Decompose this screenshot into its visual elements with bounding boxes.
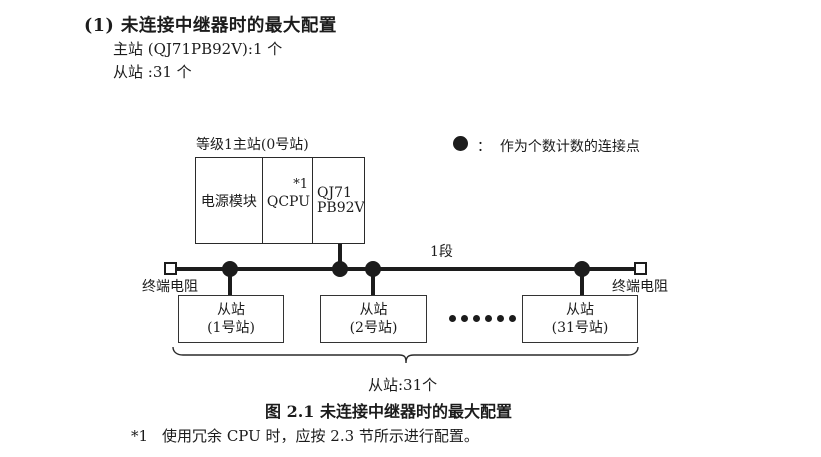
terminator-left-label: 终端电阻: [142, 279, 198, 295]
footnote-text: 使用冗余 CPU 时，应按 2.3 节所示进行配置。: [162, 427, 479, 445]
connection-point-icon: [222, 261, 238, 277]
ellipsis-dot-icon: [497, 315, 504, 322]
cpu-footnote-ref: *1: [293, 177, 308, 192]
slave-box-line2: (31号站): [551, 320, 609, 336]
slave-box-line2: (1号站): [207, 320, 255, 336]
figure-caption: 图 2.1 未连接中继器时的最大配置: [265, 402, 512, 421]
power-module-cell: 电源模块: [200, 193, 257, 210]
connection-point-icon: [574, 261, 590, 277]
slave-box-line2: (2号站): [349, 320, 398, 336]
slave-box-line1: 从站: [566, 302, 594, 318]
master-count-line: 主站 (QJ71PB92V):1 个: [113, 40, 283, 58]
slave-station-box-1: 从站 (1号站): [178, 295, 284, 343]
ellipsis-dot-icon: [473, 315, 480, 322]
cpu-module-label: QCPU: [266, 194, 311, 210]
slave-station-box-31: 从站 (31号站): [522, 295, 638, 343]
underbrace: [172, 347, 639, 364]
ellipsis-dot-icon: [485, 315, 492, 322]
connection-point-icon: [332, 261, 348, 277]
slave-box-line1: 从站: [359, 302, 388, 318]
master-station-label: 等级1主站(0号站): [196, 137, 309, 153]
footnote-marker: *1: [131, 427, 149, 445]
slave-station-box-2: 从站 (2号站): [320, 295, 427, 343]
profibus-module-line1: QJ71: [317, 184, 352, 201]
segment-label: 1段: [430, 244, 453, 260]
profibus-module-line2: PB92V: [317, 199, 365, 216]
profibus-module-cell: QJ71 PB92V: [313, 158, 365, 243]
bus-line: [176, 267, 636, 271]
connection-point-icon: [365, 261, 381, 277]
slave31-drop-line: [580, 269, 584, 296]
ellipsis-dot-icon: [449, 315, 456, 322]
master-station-box: 电源模块 *1 QCPU QJ71 PB92V: [195, 157, 365, 244]
slave2-drop-line: [371, 269, 375, 296]
ellipsis-dots: [449, 315, 516, 322]
terminator-resistor-left-icon: [164, 262, 177, 275]
terminator-resistor-right-icon: [634, 262, 647, 275]
ellipsis-dot-icon: [461, 315, 468, 322]
cpu-module-cell: *1 QCPU: [261, 158, 313, 243]
section-title: (1) 未连接中继器时的最大配置: [84, 16, 337, 36]
connection-point-icon: [453, 136, 468, 151]
master-drop-line: [338, 244, 342, 269]
brace-label: 从站:31个: [368, 376, 438, 394]
footnote: *1 使用冗余 CPU 时，应按 2.3 节所示进行配置。: [131, 425, 479, 446]
legend-text: ： 作为个数计数的连接点: [477, 139, 640, 155]
slave-count-line: 从站 :31 个: [113, 63, 192, 81]
slave-box-line1: 从站: [217, 302, 245, 318]
terminator-right-label: 终端电阻: [612, 279, 668, 295]
slave1-drop-line: [228, 269, 232, 296]
ellipsis-dot-icon: [509, 315, 516, 322]
